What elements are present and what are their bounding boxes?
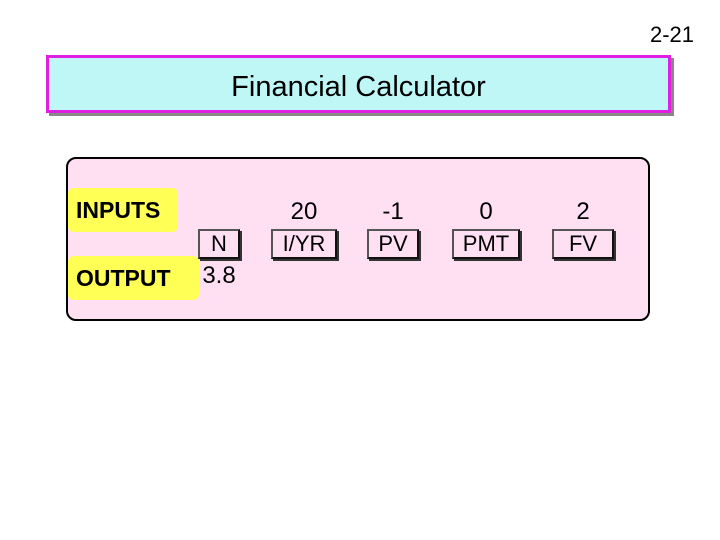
- page-title: Financial Calculator: [231, 71, 486, 103]
- pv-input-value: -1: [382, 198, 404, 225]
- n-output-value: 3.8: [202, 262, 236, 289]
- title-banner: Financial Calculator: [46, 55, 671, 113]
- pv-key[interactable]: PV: [367, 229, 419, 259]
- iyr-key[interactable]: I/YR: [271, 229, 337, 259]
- iyr-input-value: 20: [290, 198, 318, 225]
- slide-number: 2-21: [649, 22, 694, 47]
- fv-key[interactable]: FV: [552, 229, 614, 259]
- output-label: OUTPUT: [68, 256, 199, 300]
- fv-input-value: 2: [576, 198, 590, 225]
- n-key[interactable]: N: [198, 229, 240, 259]
- inputs-label: INPUTS: [68, 188, 178, 232]
- pmt-key[interactable]: PMT: [452, 229, 520, 259]
- pmt-input-value: 0: [479, 198, 493, 225]
